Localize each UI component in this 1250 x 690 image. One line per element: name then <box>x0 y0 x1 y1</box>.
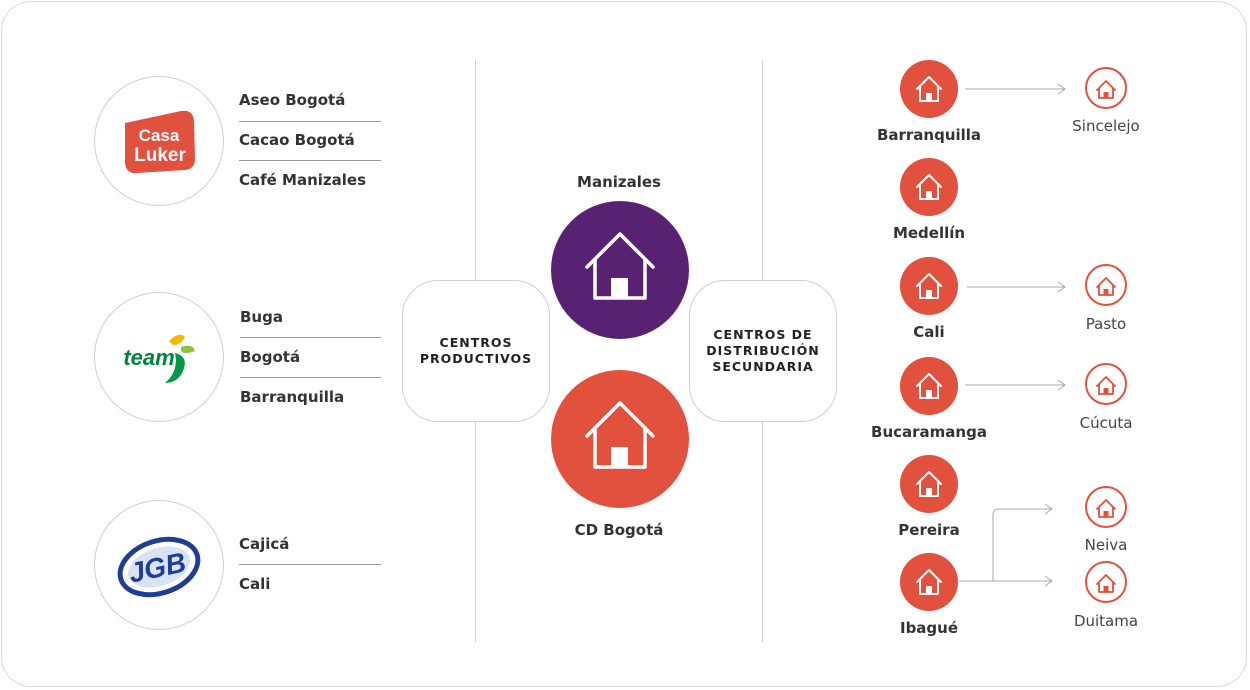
house-icon <box>916 471 942 497</box>
producer-city: Barranquilla <box>240 388 345 406</box>
secondary-node-cali <box>900 257 958 315</box>
producer-city: Cacao Bogotá <box>239 131 355 149</box>
pill-left-line2: PRODUCTIVOS <box>419 351 533 366</box>
destination-node-cucuta <box>1085 363 1127 405</box>
house-icon <box>916 273 942 299</box>
pill-right-line2: DISTRIBUCIÓN <box>706 343 820 358</box>
house-icon <box>1096 376 1116 395</box>
secondary-label: Ibagué <box>899 619 959 637</box>
secondary-label: Bucaramanga <box>871 423 987 441</box>
pill-right-line1: CENTROS DE <box>713 327 813 342</box>
house-icon <box>585 232 655 300</box>
secondary-node-medellin <box>900 158 958 216</box>
destination-node-pasto <box>1085 264 1127 306</box>
hub-cd-bogota <box>551 370 689 508</box>
logo-text-luker: Luker <box>134 145 186 166</box>
secondary-label: Medellín <box>892 224 966 242</box>
house-icon <box>916 373 942 399</box>
house-icon <box>1096 574 1116 593</box>
house-icon <box>916 569 942 595</box>
hub-label-manizales: Manizales <box>577 173 661 191</box>
secondary-label: Cali <box>913 323 945 341</box>
producer-city: Aseo Bogotá <box>239 91 346 109</box>
secondary-node-ibague <box>900 553 958 611</box>
list-divider <box>239 160 381 161</box>
destination-label: Duitama <box>1073 612 1139 630</box>
house-icon <box>916 174 942 200</box>
list-divider <box>240 377 381 378</box>
producer-city: Café Manizales <box>239 171 367 189</box>
producer-city: Bogotá <box>240 348 301 366</box>
list-divider <box>239 121 381 122</box>
team-logo: team <box>94 292 224 422</box>
hub-label-cd-bogota: CD Bogotá <box>574 521 664 539</box>
house-icon <box>1096 277 1116 296</box>
house-icon <box>1096 80 1116 99</box>
secondary-label: Barranquilla <box>876 126 982 144</box>
destination-label: Sincelejo <box>1072 117 1140 135</box>
jgb-logo: JGB <box>94 500 224 630</box>
hub-manizales <box>551 201 689 339</box>
producer-city: Buga <box>240 308 283 326</box>
destination-node-duitama <box>1085 561 1127 603</box>
secondary-node-bucaramanga <box>900 357 958 415</box>
destination-label: Cúcuta <box>1079 414 1133 432</box>
producer-city: Cali <box>239 575 271 593</box>
pill-left-line1: CENTROS <box>439 335 513 350</box>
house-icon <box>1096 499 1116 518</box>
secondary-label: Pereira <box>898 521 960 539</box>
list-divider <box>240 337 381 338</box>
destination-node-sincelejo <box>1085 67 1127 109</box>
secondary-node-barranquilla <box>900 60 958 118</box>
house-icon <box>916 76 942 102</box>
destination-node-neiva <box>1085 486 1127 528</box>
destination-label: Pasto <box>1085 315 1127 333</box>
list-divider <box>239 564 381 565</box>
pill-right-line3: SECUNDARIA <box>712 359 814 374</box>
destination-label: Neiva <box>1084 536 1128 554</box>
casa-luker-logo: Casa Luker <box>94 76 224 206</box>
producer-city: Cajicá <box>239 535 290 553</box>
logo-text-casa: Casa <box>139 126 180 145</box>
secondary-node-pereira <box>900 455 958 513</box>
logo-text-team: team <box>123 345 174 370</box>
house-icon <box>585 401 655 469</box>
